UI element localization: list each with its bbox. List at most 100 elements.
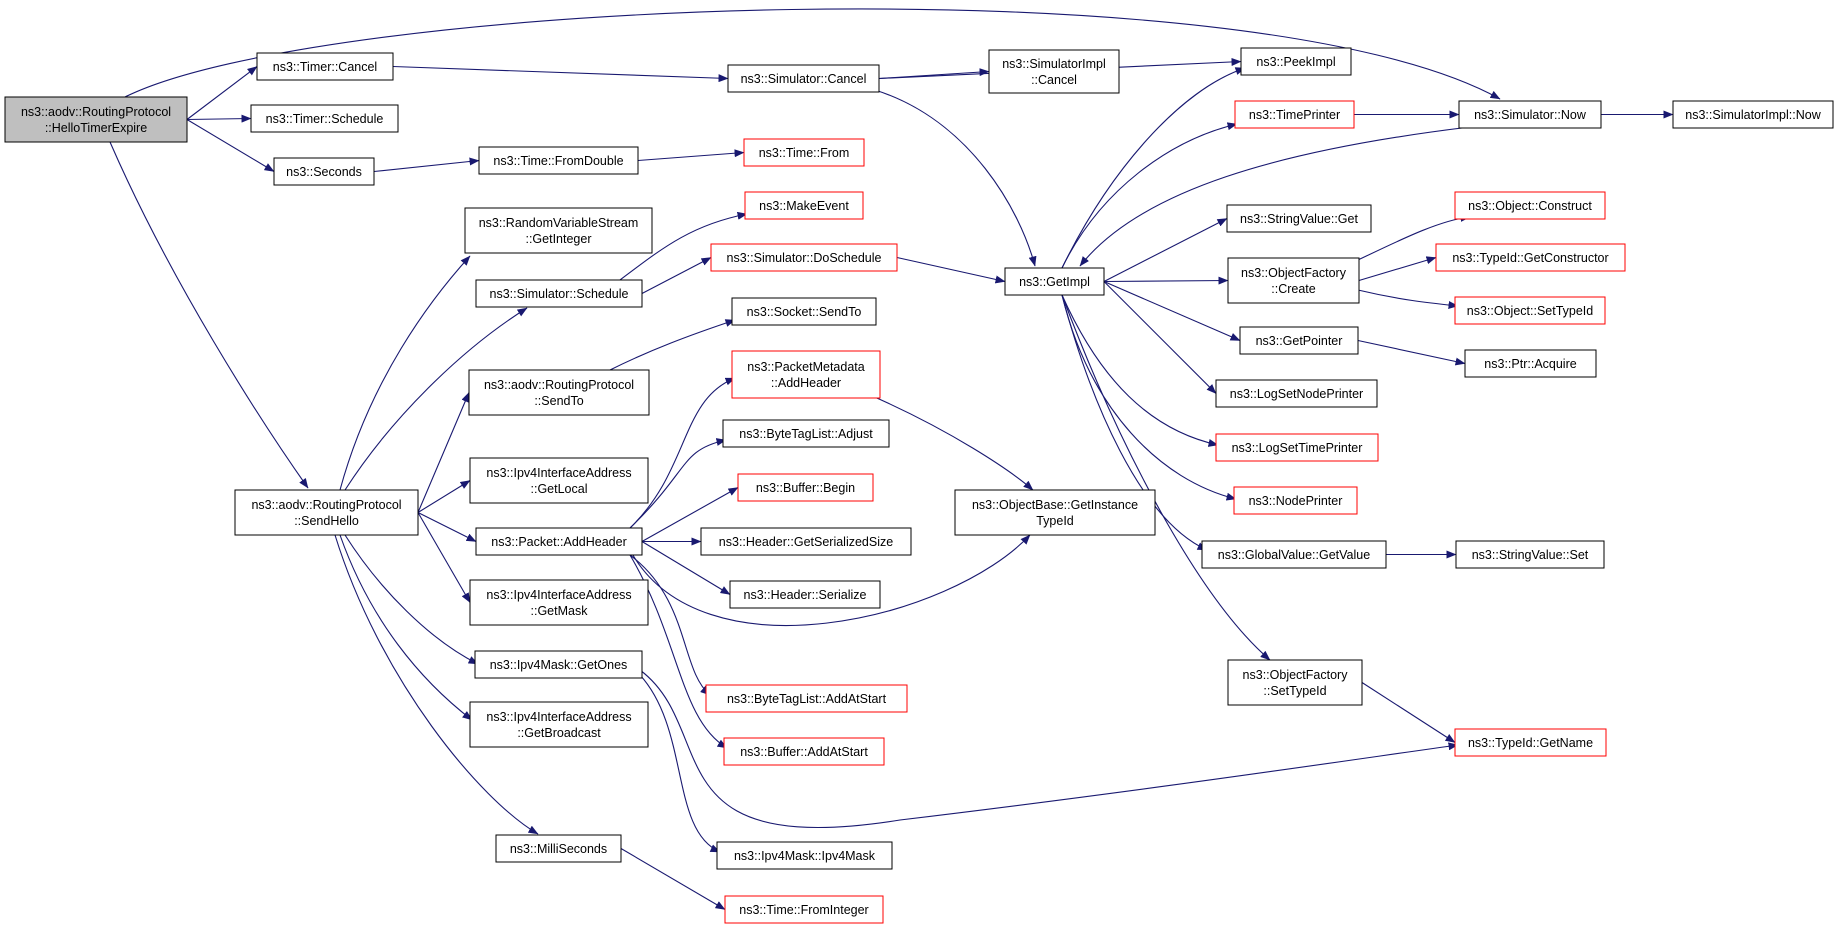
node-timer_cancel[interactable]: ns3::Timer::Cancel <box>256 52 394 81</box>
node-box <box>723 737 885 766</box>
node-objectfactory_create[interactable]: ns3::ObjectFactory::Create <box>1227 257 1360 304</box>
node-box <box>724 895 884 924</box>
node-logsettimeprinter[interactable]: ns3::LogSetTimePrinter <box>1215 433 1379 462</box>
node-buffer_addatstart[interactable]: ns3::Buffer::AddAtStart <box>723 737 885 766</box>
node-label: ns3::Ptr::Acquire <box>1484 357 1576 371</box>
node-box <box>731 297 877 326</box>
node-box <box>731 350 881 399</box>
node-objectfactory_settypeid[interactable]: ns3::ObjectFactory::SetTypeId <box>1227 659 1363 706</box>
edge-getimpl-to-objectfactory_create <box>1103 276 1229 285</box>
node-box <box>727 64 880 93</box>
node-simulator_doschedule[interactable]: ns3::Simulator::DoSchedule <box>710 243 898 272</box>
edge-getpointer-to-ptr_acquire <box>1357 339 1466 366</box>
node-ipv4ia_getlocal[interactable]: ns3::Ipv4InterfaceAddress::GetLocal <box>469 457 649 504</box>
edge-aodv_sendhello-to-rvs_getinteger <box>339 255 471 491</box>
node-time_printer[interactable]: ns3::TimePrinter <box>1234 100 1355 129</box>
node-milliseconds[interactable]: ns3::MilliSeconds <box>495 834 622 863</box>
node-box <box>1239 326 1359 355</box>
edge-hello_timer_expire-to-timer_schedule <box>186 114 252 123</box>
node-ipv4mask_ipv4mask[interactable]: ns3::Ipv4Mask::Ipv4Mask <box>716 841 893 870</box>
node-label: ns3::aodv::RoutingProtocol <box>484 378 634 392</box>
edge-hello_timer_expire-to-aodv_sendhello <box>109 141 309 489</box>
node-box <box>1215 379 1378 408</box>
node-peekimpl[interactable]: ns3::PeekImpl <box>1240 47 1352 76</box>
node-object_settypeid[interactable]: ns3::Object::SetTypeId <box>1454 296 1606 325</box>
node-box <box>743 138 865 167</box>
node-label: ns3::PacketMetadata <box>747 360 864 374</box>
node-bytetaglist_adjust[interactable]: ns3::ByteTagList::Adjust <box>722 419 890 448</box>
node-getpointer[interactable]: ns3::GetPointer <box>1239 326 1359 355</box>
node-typeid_getname[interactable]: ns3::TypeId::GetName <box>1454 728 1607 757</box>
node-stringvalue_set[interactable]: ns3::StringValue::Set <box>1455 540 1605 569</box>
edge-getimpl-to-time_printer <box>1061 122 1238 269</box>
node-box <box>469 579 649 626</box>
node-logsetnodeprinter[interactable]: ns3::LogSetNodePrinter <box>1215 379 1378 408</box>
edge-time_fromdouble-to-time_from <box>637 149 745 162</box>
node-typeid_getconstructor[interactable]: ns3::TypeId::GetConstructor <box>1435 243 1626 272</box>
node-box <box>495 834 622 863</box>
node-ipv4ia_getbroadcast[interactable]: ns3::Ipv4InterfaceAddress::GetBroadcast <box>469 701 649 748</box>
node-header_serialize[interactable]: ns3::Header::Serialize <box>729 580 881 609</box>
node-packetmetadata_addheader[interactable]: ns3::PacketMetadata::AddHeader <box>731 350 881 399</box>
node-label: ns3::ObjectBase::GetInstance <box>972 498 1138 512</box>
node-aodv_sendto[interactable]: ns3::aodv::RoutingProtocol::SendTo <box>468 369 650 416</box>
node-buffer_begin[interactable]: ns3::Buffer::Begin <box>737 473 874 502</box>
node-packet_addheader[interactable]: ns3::Packet::AddHeader <box>475 527 643 556</box>
edge-hello_timer_expire-to-seconds <box>186 119 275 172</box>
node-label: ns3::StringValue::Get <box>1240 212 1358 226</box>
edge-objectfactory_settypeid-to-typeid_getname <box>1361 682 1456 743</box>
node-seconds[interactable]: ns3::Seconds <box>273 157 375 186</box>
node-stringvalue_get[interactable]: ns3::StringValue::Get <box>1226 204 1372 233</box>
node-label: ns3::Ipv4InterfaceAddress <box>486 588 631 602</box>
node-nodeprinter[interactable]: ns3::NodePrinter <box>1233 486 1358 515</box>
node-label: ns3::ByteTagList::AddAtStart <box>727 692 887 706</box>
node-object_construct[interactable]: ns3::Object::Construct <box>1454 191 1606 220</box>
node-hello_timer_expire[interactable]: ns3::aodv::RoutingProtocol::HelloTimerEx… <box>4 96 188 143</box>
node-label: ns3::Socket::SendTo <box>747 305 862 319</box>
node-label: ns3::SimulatorImpl <box>1002 57 1106 71</box>
node-make_event[interactable]: ns3::MakeEvent <box>744 191 864 220</box>
node-timer_schedule[interactable]: ns3::Timer::Schedule <box>250 104 399 133</box>
node-simulatorimpl_now[interactable]: ns3::SimulatorImpl::Now <box>1672 100 1834 129</box>
node-box <box>954 489 1156 536</box>
node-ipv4mask_getones[interactable]: ns3::Ipv4Mask::GetOnes <box>474 650 643 679</box>
edge-aodv_sendhello-to-simulator_schedule <box>344 307 528 491</box>
node-label: ns3::TypeId::GetName <box>1468 736 1593 750</box>
node-simulatorimpl_cancel[interactable]: ns3::SimulatorImpl::Cancel <box>988 49 1120 94</box>
node-box <box>1227 659 1363 706</box>
node-bytetaglist_addatstart[interactable]: ns3::ByteTagList::AddAtStart <box>705 684 908 713</box>
node-label: TypeId <box>1036 514 1074 528</box>
edge-getimpl-to-objectfactory_settypeid <box>1061 294 1271 661</box>
node-label: ns3::Time::FromInteger <box>739 903 868 917</box>
edge-timer_cancel-to-simulator_cancel <box>392 65 729 83</box>
node-box <box>469 701 649 748</box>
node-aodv_sendhello[interactable]: ns3::aodv::RoutingProtocol::SendHello <box>234 489 419 536</box>
node-box <box>737 473 874 502</box>
node-label: ns3::TypeId::GetConstructor <box>1452 251 1608 265</box>
node-globalvalue_getvalue[interactable]: ns3::GlobalValue::GetValue <box>1201 540 1387 569</box>
node-box <box>1201 540 1387 569</box>
edge-simulator_doschedule-to-getimpl <box>896 256 1006 284</box>
node-simulator_now[interactable]: ns3::Simulator::Now <box>1458 100 1602 129</box>
node-header_getserializedsize[interactable]: ns3::Header::GetSerializedSize <box>700 527 912 556</box>
edge-hello_timer_expire-to-timer_cancel <box>186 66 258 120</box>
edge-packet_addheader-to-buffer_begin <box>641 487 739 542</box>
node-simulator_schedule[interactable]: ns3::Simulator::Schedule <box>475 279 643 308</box>
node-box <box>464 207 653 254</box>
node-rvs_getinteger[interactable]: ns3::RandomVariableStream::GetInteger <box>464 207 653 254</box>
node-getimpl[interactable]: ns3::GetImpl <box>1004 267 1105 296</box>
node-socket_sendto[interactable]: ns3::Socket::SendTo <box>731 297 877 326</box>
node-box <box>478 146 639 175</box>
node-box <box>1454 296 1606 325</box>
node-ipv4ia_getmask[interactable]: ns3::Ipv4InterfaceAddress::GetMask <box>469 579 649 626</box>
node-time_frominteger[interactable]: ns3::Time::FromInteger <box>724 895 884 924</box>
node-time_fromdouble[interactable]: ns3::Time::FromDouble <box>478 146 639 175</box>
node-simulator_cancel[interactable]: ns3::Simulator::Cancel <box>727 64 880 93</box>
node-label: ns3::PeekImpl <box>1256 55 1335 69</box>
node-box <box>1672 100 1834 129</box>
node-ptr_acquire[interactable]: ns3::Ptr::Acquire <box>1464 349 1597 378</box>
node-label: ::GetMask <box>531 604 589 618</box>
node-time_from[interactable]: ns3::Time::From <box>743 138 865 167</box>
edge-getimpl-to-stringvalue_get <box>1103 218 1228 282</box>
